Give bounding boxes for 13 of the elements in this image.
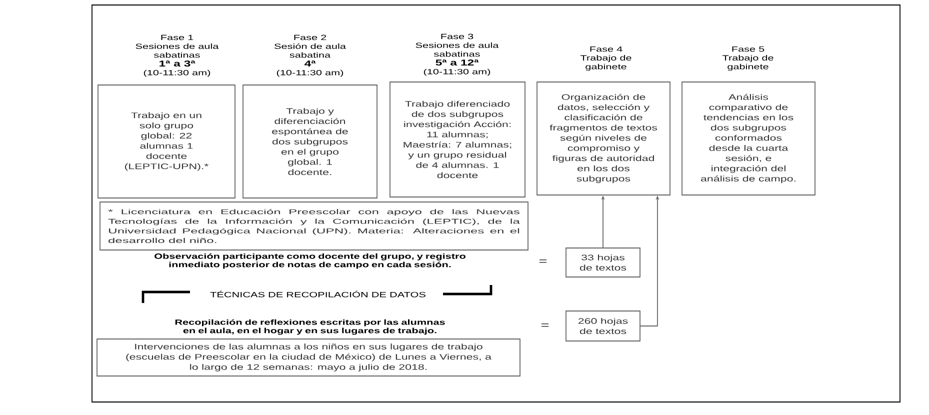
phase-box: Trabajo diferenciado de dos subgrupos investigación Acción: 11 alumnas; Maestría: 7 alumnas; y un grupo residual de 4 alumnas. 1 docente [390, 82, 526, 198]
node-label: 5ª a 12ª [436, 60, 479, 66]
intervention-box: Intervenciones de las alumnas a los niños en sus lugares de trabajo (escuelas de Preescolar en la ciudad de México) de Lunes a Viernes, a lo largo de 12 semanas: mayo a julio de 2018. [96, 338, 520, 376]
equals-sign: = [541, 324, 549, 327]
phase-box: Trabajo y diferenciación espontánea de dos subgrupos en el grupo global. 1 docente. [242, 84, 378, 198]
phase-box: Análisis comparativo de tendencias en los dos subgrupos conformados desde la cuarta sesión, e integración del análisis de campo. [682, 82, 816, 196]
phase-box: Organización de datos, selección y clasificación de fragmentos de textos según niveles de compromiso y figuras de autoridad en los dos subgrupos [536, 82, 670, 196]
page-count-box: 33 hojas de textos [566, 248, 640, 278]
node-label: 1ª a 3ª [160, 60, 196, 67]
equals-sign: = [539, 260, 547, 263]
phase-box: Trabajo en un solo grupo global: 22 alumnas 1 docente (LEPTIC-UPN).* [98, 84, 236, 198]
page-count-box: 260 hojas de textos [566, 310, 640, 342]
node-label: 4ª [304, 60, 316, 66]
